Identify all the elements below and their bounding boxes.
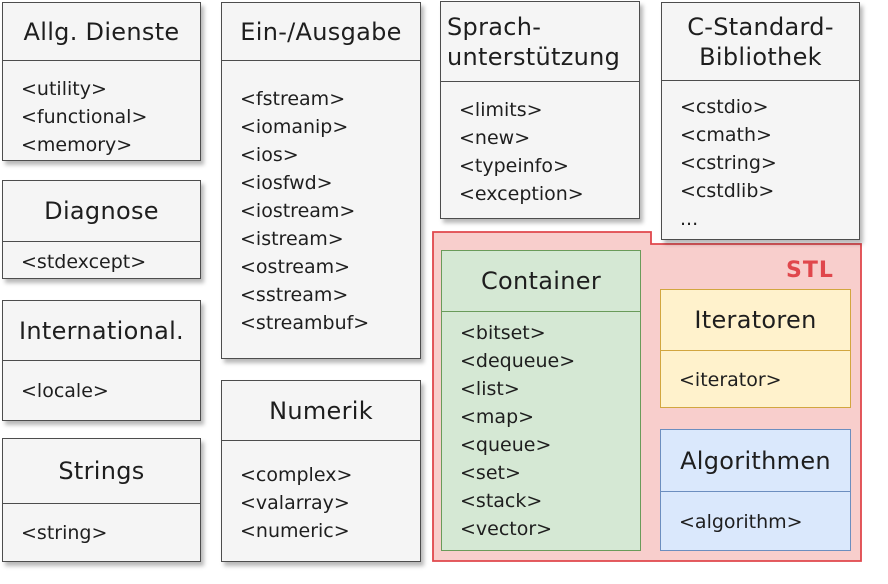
box-items: <utility> <functional> <memory> [21,75,147,159]
header-item: <numeric> [240,520,350,542]
box-title: Allg. Dienste [3,3,200,61]
header-item: <utility> [21,78,107,100]
box-sprachunterstuetzung: Sprach- unterstützung <limits> <new> <ty… [440,1,640,219]
box-c-standard: C-Standard- Bibliothek <cstdio> <cmath> … [661,2,860,240]
header-item: <new> [459,127,531,149]
box-title: Iteratoren [661,290,850,351]
header-item: <algorithm> [679,511,803,533]
header-item: <string> [21,522,108,544]
header-item: <list> [460,378,520,400]
header-item: <iterator> [679,369,782,391]
box-strings: Strings <string> [2,438,201,562]
box-title: Ein-/Ausgabe [222,3,420,61]
box-international: International. <locale> [2,300,201,421]
header-item: <sstream> [240,284,349,306]
header-item: <bitset> [460,322,546,344]
box-items: <fstream> <iomanip> <ios> <iosfwd> <iost… [240,85,369,337]
stl-label: STL [786,258,834,283]
box-items: <locale> [21,377,109,405]
box-allg-dienste: Allg. Dienste <utility> <functional> <me… [2,2,201,161]
header-item: <iostream> [240,200,356,222]
header-item: <vector> [460,518,553,540]
box-items: <iterator> [679,366,782,394]
header-item: <iomanip> [240,116,349,138]
header-item: <complex> [240,464,353,486]
box-title: C-Standard- Bibliothek [662,3,859,81]
box-title: Diagnose [3,181,200,242]
box-title: Numerik [222,381,420,441]
header-item: <typeinfo> [459,155,569,177]
header-item: <stdexcept> [21,251,147,273]
box-items: <algorithm> [679,508,803,536]
box-numerik: Numerik <complex> <valarray> <numeric> [221,380,421,562]
box-title: Sprach- unterstützung [441,2,639,82]
header-item: <functional> [21,106,148,128]
header-item: <dequeue> [460,350,576,372]
header-item: <cstdio> [680,96,769,118]
box-items: <complex> <valarray> <numeric> [240,461,352,545]
header-item: <exception> [459,183,584,205]
box-items: <string> [21,519,107,547]
header-item: <ios> [240,144,299,166]
header-item: <iosfwd> [240,172,333,194]
header-item: <set> [460,462,521,484]
box-diagnose: Diagnose <stdexcept> [2,180,201,279]
header-item: ... [680,208,699,230]
header-item: <map> [460,406,535,428]
header-item: <istream> [240,228,344,250]
header-item: <valarray> [240,492,350,514]
box-ein-ausgabe: Ein-/Ausgabe <fstream> <iomanip> <ios> <… [221,2,421,359]
header-item: <ostream> [240,256,351,278]
box-title: Algorithmen [661,430,850,492]
header-item: <locale> [21,380,109,402]
box-title: Strings [3,439,200,504]
header-item: <cmath> [680,124,772,146]
box-items: <bitset> <dequeue> <list> <map> <queue> … [460,319,575,543]
box-iteratoren: Iteratoren <iterator> [660,289,851,408]
header-item: <cstdlib> [680,180,775,202]
header-item: <memory> [21,134,133,156]
box-title: International. [3,301,200,361]
header-item: <stack> [460,490,543,512]
box-algorithmen: Algorithmen <algorithm> [660,429,851,551]
box-title: Container [442,251,640,312]
box-container: Container <bitset> <dequeue> <list> <map… [441,250,641,551]
box-items: <cstdio> <cmath> <cstring> <cstdlib> ... [680,93,777,233]
box-items: <stdexcept> [21,248,146,276]
header-item: <cstring> [680,152,777,174]
header-item: <streambuf> [240,312,370,334]
box-items: <limits> <new> <typeinfo> <exception> [459,96,584,208]
header-item: <fstream> [240,88,346,110]
header-item: <limits> [459,99,543,121]
header-item: <queue> [460,434,552,456]
